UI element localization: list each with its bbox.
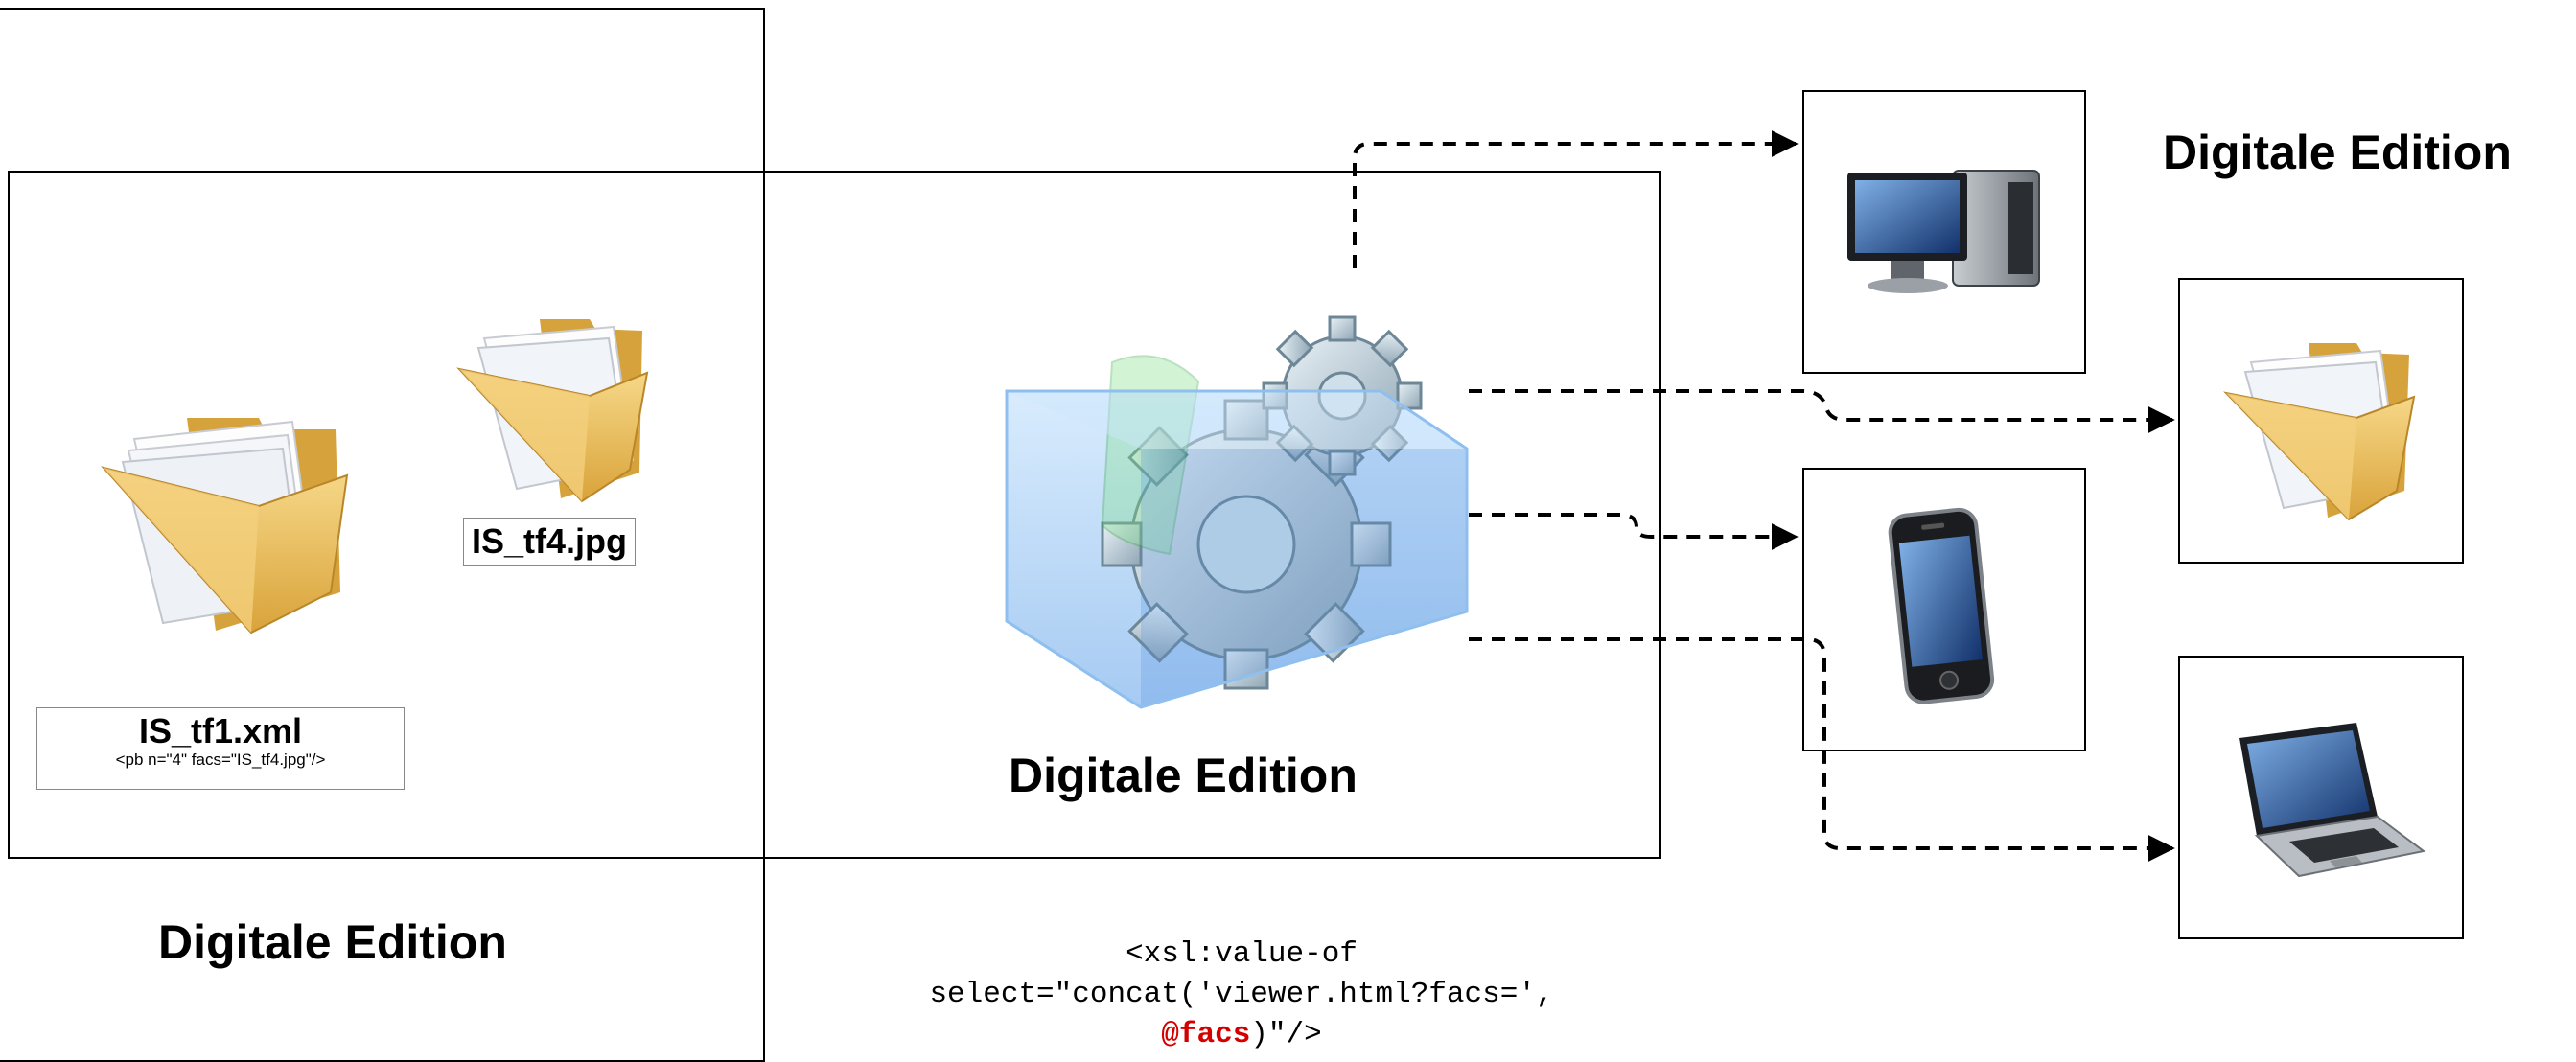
folder-icon [2223,343,2416,521]
gears-box-icon [1005,315,1469,709]
xml-file-name: IS_tf1.xml [138,711,303,750]
title-right: Digitale Edition [2163,126,2512,179]
title-left: Digitale Edition [158,915,507,969]
arrow-to-folder [1469,389,2175,433]
smartphone-icon [1888,507,1995,704]
laptop-box [2178,656,2464,939]
folder-icon [456,319,649,503]
desktop-computer-icon [1847,170,2040,293]
folder-icon [101,418,349,635]
xml-snippet: <pb n="4" facs="IS_tf4.jpg"/> [115,750,326,769]
code-line-2: select="concat('viewer.html?facs=', [929,977,1554,1011]
center-panel-frame [8,171,1661,859]
code-highlight-facs: @facs [1161,1017,1251,1051]
code-line-3-rest: )"/> [1250,1017,1322,1051]
arrow-to-desktop [1353,130,1799,268]
laptop-icon [2239,723,2426,878]
code-line-3: @facs)"/> [858,1015,1625,1055]
jpg-file-label: IS_tf4.jpg [463,518,636,566]
arrow-to-laptop [1469,637,2175,862]
jpg-file-name: IS_tf4.jpg [471,521,628,561]
desktop-box [1802,90,2086,374]
folder-output-box [2178,278,2464,564]
title-center: Digitale Edition [1009,749,1358,802]
phone-box [1802,468,2086,751]
xml-file-label: IS_tf1.xml <pb n="4" facs="IS_tf4.jpg"/> [36,707,405,790]
code-line-1: <xsl:value-of [1126,937,1358,971]
arrow-to-phone [1469,513,1799,550]
xsl-code-snippet: <xsl:value-of select="concat('viewer.htm… [858,935,1625,1055]
